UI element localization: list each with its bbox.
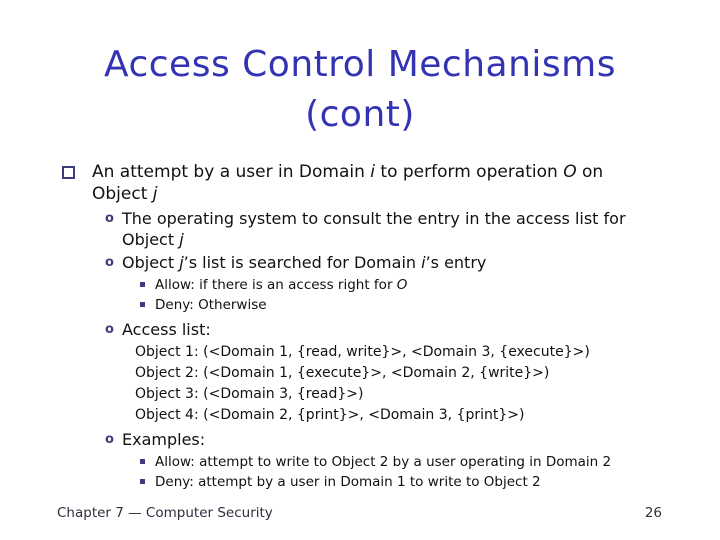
open-square-bullet-icon — [62, 166, 75, 179]
bullet-text: Deny: attempt by a user in Domain 1 to w… — [155, 474, 541, 490]
bullet-item-level-plain: Object 4: (<Domain 2, {print}>, <Domain … — [135, 405, 668, 426]
o-bullet-icon: o — [105, 255, 114, 270]
bullet-item-level-2: o Object j’s list is searched for Domain … — [105, 252, 668, 273]
bullet-text: An attempt by a user in Domain i to perf… — [92, 162, 604, 204]
bullet-text: Examples: — [122, 430, 206, 449]
filled-square-bullet-icon — [140, 459, 145, 464]
bullet-item-level-plain: Object 1: (<Domain 1, {read, write}>, <D… — [135, 342, 668, 363]
filled-square-bullet-icon — [140, 479, 145, 484]
bullet-item-level-3: Allow: attempt to write to Object 2 by a… — [140, 452, 668, 472]
footer-chapter: Chapter 7 — Computer Security — [57, 505, 273, 521]
footer-page-number: 26 — [644, 505, 662, 521]
bullet-item-level-3: Deny: attempt by a user in Domain 1 to w… — [140, 472, 668, 492]
slide-title: Access Control Mechanisms (cont) — [20, 40, 700, 140]
o-bullet-icon: o — [105, 211, 114, 226]
o-bullet-icon: o — [105, 432, 114, 447]
bullet-text: Object 3: (<Domain 3, {read}>) — [135, 386, 364, 402]
bullet-item-level-plain: Object 3: (<Domain 3, {read}>) — [135, 384, 668, 405]
filled-square-bullet-icon — [140, 282, 145, 287]
bullet-item-level-3: Allow: if there is an access right for O — [140, 275, 668, 295]
bullet-item-level-2: o The operating system to consult the ent… — [105, 208, 668, 250]
bullet-text: Object 2: (<Domain 1, {execute}>, <Domai… — [135, 365, 550, 381]
bullet-text: Access list: — [122, 320, 211, 339]
bullet-item-level-1: An attempt by a user in Domain i to perf… — [62, 161, 668, 205]
title-line-2: (cont) — [305, 94, 415, 135]
bullet-item-level-3: Deny: Otherwise — [140, 295, 668, 315]
slide-outline: An attempt by a user in Domain i to perf… — [62, 161, 668, 492]
bullet-item-level-plain: Object 2: (<Domain 1, {execute}>, <Domai… — [135, 363, 668, 384]
bullet-text: Object j’s list is searched for Domain i… — [122, 253, 487, 272]
bullet-item-level-2: o Examples: — [105, 429, 668, 450]
o-bullet-icon: o — [105, 322, 114, 337]
filled-square-bullet-icon — [140, 302, 145, 307]
bullet-text: Allow: if there is an access right for O — [155, 277, 408, 293]
bullet-item-level-2: o Access list: — [105, 319, 668, 340]
bullet-text: Deny: Otherwise — [155, 297, 267, 313]
bullet-text: The operating system to consult the entr… — [122, 209, 626, 249]
bullet-text: Object 1: (<Domain 1, {read, write}>, <D… — [135, 344, 590, 360]
bullet-text: Object 4: (<Domain 2, {print}>, <Domain … — [135, 407, 525, 423]
bullet-text: Allow: attempt to write to Object 2 by a… — [155, 454, 612, 470]
title-line-1: Access Control Mechanisms — [103, 44, 617, 85]
